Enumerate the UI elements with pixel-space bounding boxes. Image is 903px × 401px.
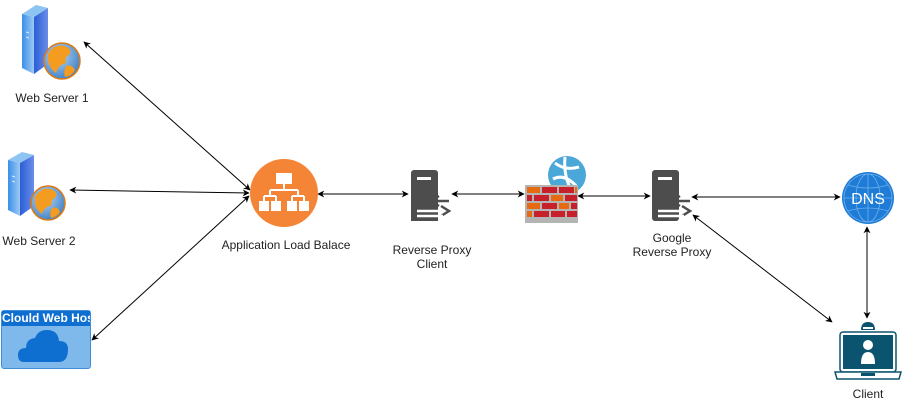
cloud-web-host-title: Clould Web Host (2, 311, 90, 326)
proxy-server-icon (652, 170, 693, 221)
web-server-1-node[interactable] (18, 2, 84, 82)
google-reverse-proxy-label: Google Reverse Proxy (620, 231, 724, 259)
web-server-globe-icon (22, 5, 81, 80)
reverse-proxy-client-label-line2: Client (416, 257, 448, 271)
load-balancer-icon (250, 159, 318, 227)
edge-webserver2-loadbalancer (69, 186, 250, 197)
web-server-2-node[interactable] (4, 150, 70, 222)
web-server-globe-icon (8, 152, 66, 221)
reverse-proxy-client-label: Reverse Proxy Client (380, 243, 484, 271)
firewall-globe-icon (525, 156, 586, 223)
firewall-node[interactable] (525, 155, 589, 223)
web-server-2-label: Web Server 2 (2, 234, 76, 248)
reverse-proxy-client-node[interactable] (409, 170, 453, 222)
dns-globe-icon: DNS (842, 172, 894, 224)
web-server-1-label: Web Server 1 (15, 91, 89, 105)
client-laptop-icon (834, 322, 902, 380)
google-reverse-proxy-label-line2: Reverse Proxy (632, 245, 712, 259)
load-balancer-node[interactable] (250, 159, 318, 227)
edge-cloudhost-loadbalancer (91, 195, 250, 341)
reverse-proxy-client-label-line1: Reverse Proxy (392, 243, 472, 257)
client-node[interactable] (833, 320, 903, 382)
dns-node[interactable]: DNS (841, 171, 895, 225)
load-balancer-label: Application Load Balace (221, 238, 351, 252)
proxy-server-icon (411, 170, 453, 222)
dns-text: DNS (851, 191, 885, 208)
cloud-icon (18, 330, 68, 362)
edge-webserver1-loadbalancer (83, 41, 251, 191)
client-label: Client (852, 387, 884, 401)
cloud-web-host-node[interactable]: Clould Web Host (1, 310, 91, 369)
google-reverse-proxy-node[interactable] (650, 170, 694, 222)
edge-googleproxy-client (692, 214, 833, 323)
google-reverse-proxy-label-line1: Google (652, 231, 692, 245)
